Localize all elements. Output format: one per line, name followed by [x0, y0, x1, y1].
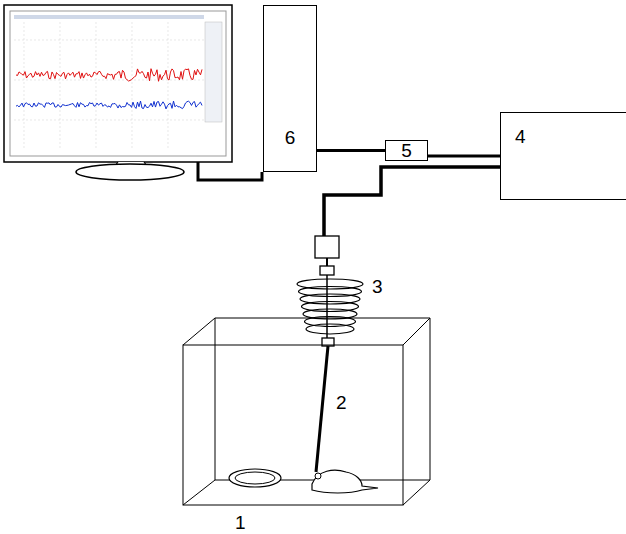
tether	[316, 346, 328, 472]
swivel-top	[320, 266, 334, 275]
device-box: 5	[385, 140, 428, 161]
callout-number: 4	[515, 126, 526, 147]
screen-panel	[205, 22, 222, 122]
monitor-base	[76, 164, 184, 180]
device-box: 4	[500, 112, 626, 200]
red-trace	[16, 69, 202, 82]
blue-trace	[16, 101, 202, 109]
screen-toolbar	[14, 15, 204, 19]
monitor	[4, 5, 232, 162]
connector-stem	[326, 258, 328, 266]
callout-number: 5	[401, 141, 412, 160]
monitor-screen	[10, 11, 226, 156]
callout-number: 2	[334, 392, 349, 413]
cable	[317, 149, 385, 152]
callout-number: 6	[285, 127, 296, 148]
fiber-cable	[324, 167, 500, 236]
spring-coil	[297, 279, 363, 334]
connector	[315, 236, 339, 258]
callout-number: 3	[370, 276, 385, 297]
mouse	[312, 470, 378, 493]
water-dish	[229, 469, 281, 487]
computer-tower: 6	[263, 5, 317, 172]
coil-axis	[326, 275, 328, 338]
cable	[428, 155, 500, 158]
cage-front	[183, 345, 403, 505]
screen-grid	[14, 22, 204, 150]
cage	[183, 318, 430, 505]
mouse-ear	[315, 473, 321, 479]
dish-rim	[235, 472, 275, 484]
monitor-cable	[198, 162, 262, 180]
callout-number: 1	[233, 512, 248, 533]
